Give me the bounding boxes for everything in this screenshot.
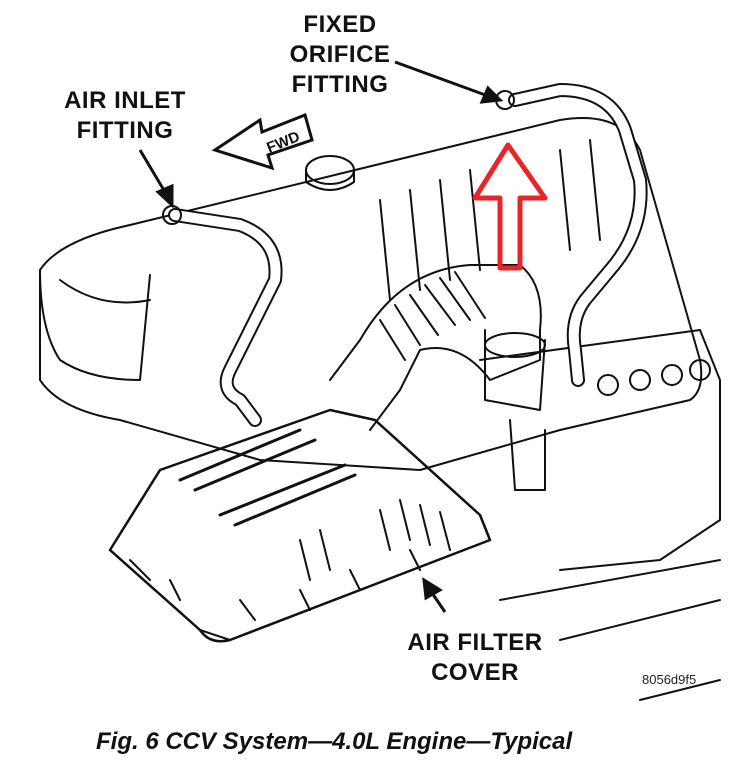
highlight-arrow xyxy=(472,142,548,271)
label-line: FIXED xyxy=(303,11,377,38)
label-line: COVER xyxy=(431,659,519,686)
label-line: FITTING xyxy=(76,117,174,144)
air-filter-cover-label: AIR FILTER COVER xyxy=(390,628,560,688)
fwd-arrow: FWD xyxy=(211,112,314,171)
air-filter-cover xyxy=(108,408,492,643)
oil-fill-cap xyxy=(305,155,355,185)
valve-cover xyxy=(39,117,703,471)
fixed-orifice-fitting-label: FIXED ORIFICE FITTING xyxy=(280,10,400,100)
label-line: AIR FILTER xyxy=(407,629,543,656)
figure-caption: Fig. 6 CCV System—4.0L Engine—Typical xyxy=(96,728,573,755)
label-line: ORIFICE xyxy=(289,41,391,68)
intake-duct xyxy=(359,264,542,391)
figure-code: 8056d9f5 xyxy=(642,672,697,687)
air-inlet-fitting-label: AIR INLET FITTING xyxy=(50,86,200,146)
label-line: FITTING xyxy=(291,71,389,98)
label-line: AIR INLET xyxy=(64,87,186,114)
